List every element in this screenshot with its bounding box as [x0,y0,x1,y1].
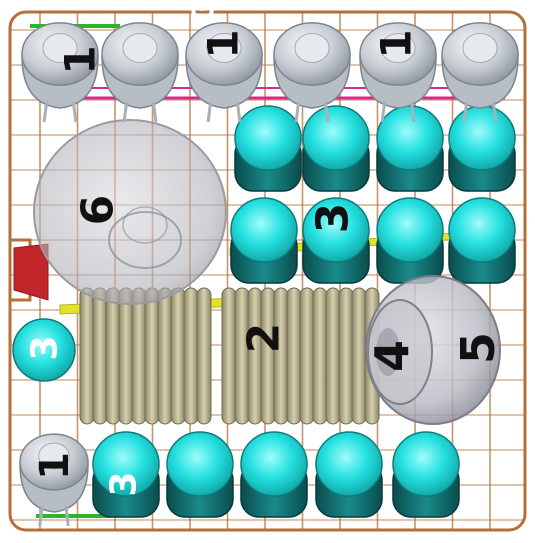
plate [274,288,288,424]
plate [326,288,340,424]
label-glass-left: 3 [25,335,66,360]
cup [442,23,518,122]
plate [222,288,236,424]
glass [167,432,233,517]
plate [248,288,262,424]
plates [80,288,379,424]
plate [80,288,94,424]
label-cup-bottom: 1 [32,452,78,480]
plate [313,288,327,424]
plate [158,288,172,424]
plate [171,288,185,424]
label-bowl-back: 5 [451,332,505,364]
label-cup-c: 1 [372,29,421,58]
large-bowl [34,120,226,304]
plate [300,288,314,424]
label-cup-top-fragment: 3 [187,0,222,16]
glass [449,106,515,191]
glass [235,106,301,191]
plate [106,288,120,424]
glass [377,106,443,191]
label-glass-middle: 3 [308,203,359,234]
glass [241,432,307,517]
label-plates: 2 [239,323,290,354]
plate [339,288,353,424]
glass [393,432,459,517]
label-large-bowl: 6 [73,195,124,226]
plate [93,288,107,424]
plate [261,288,275,424]
label-bowl-front: 4 [365,340,419,372]
label-cup-b: 1 [199,29,248,58]
label-glass-bottom: 3 [104,471,145,496]
label-cup-a: 1 [56,45,105,74]
plate [145,288,159,424]
plate [197,288,211,424]
plate [119,288,133,424]
glass [377,198,443,283]
glass [449,198,515,283]
plate [132,288,146,424]
glass [303,106,369,191]
glass [231,198,297,283]
plate [352,288,366,424]
plate [287,288,301,424]
cup [102,23,178,122]
glass [316,432,382,517]
plate [235,288,249,424]
plate [184,288,198,424]
